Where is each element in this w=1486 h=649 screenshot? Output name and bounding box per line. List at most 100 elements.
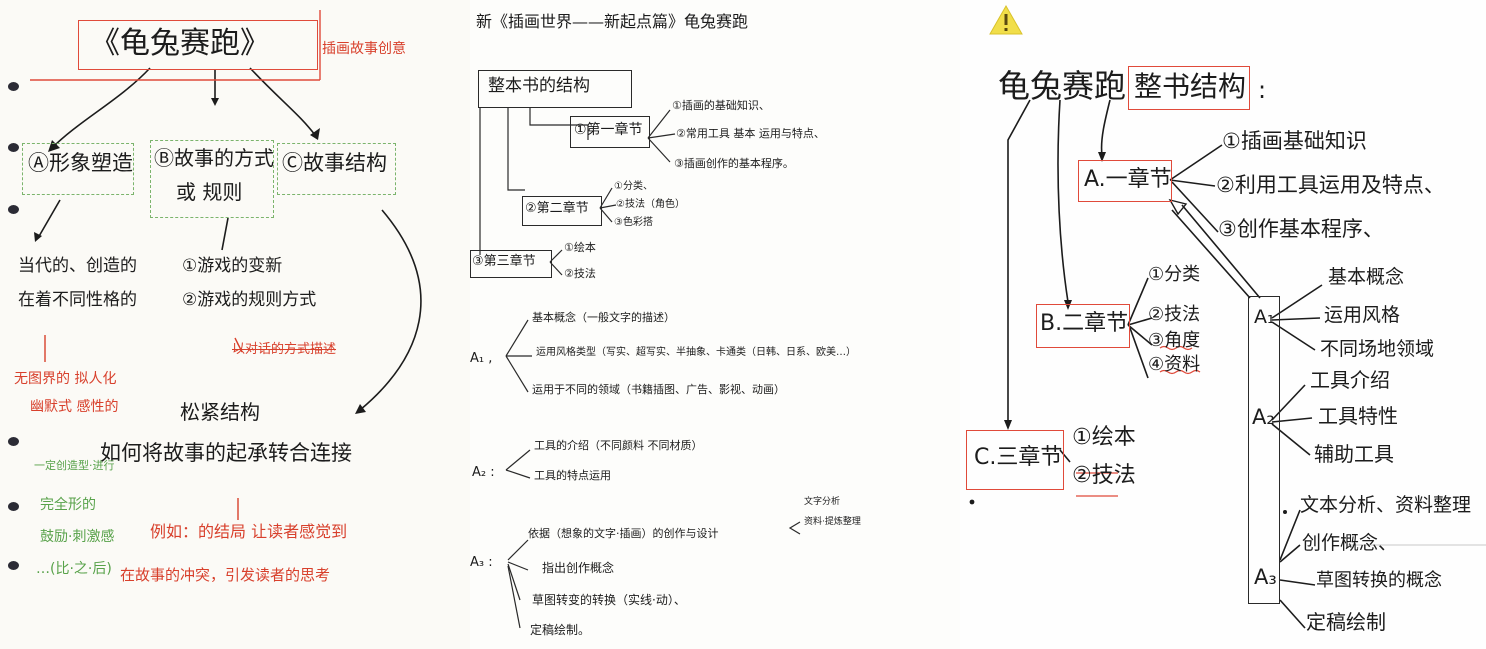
a1-item-1: 基本概念: [1328, 266, 1405, 288]
c-item-2: ②技法: [1072, 463, 1136, 488]
title-box-highlight: [1128, 66, 1250, 110]
a3-item-1: 文本分析、资料整理: [1300, 494, 1472, 516]
green-note-3: 鼓励·刺激感: [40, 529, 115, 545]
a2-item-3: 辅助工具: [1314, 442, 1394, 466]
ch3-label: ③第三章节: [472, 254, 536, 269]
a2-item-1: 工具的介绍（不同颜料 不同材质）: [534, 439, 703, 452]
question: 如何将故事的起承转合连接: [100, 441, 352, 465]
a1-item-3: 不同场地领域: [1320, 338, 1435, 360]
bullet-dot: [8, 561, 19, 570]
page3-title: 龟兔赛跑: [998, 67, 1127, 105]
bullet-dot: [8, 82, 19, 91]
a-detail-2: 在着不同性格的: [18, 290, 137, 310]
ch2-box: [522, 196, 602, 226]
ch1-label: ①第一章节: [574, 122, 643, 138]
a3-label: A₃ :: [470, 555, 493, 570]
bullet-dot: [8, 205, 19, 214]
b-item-4: ④资料: [1148, 354, 1201, 375]
a-subtree-column: [1248, 296, 1280, 604]
b-item-2: ②技法: [1148, 304, 1201, 325]
page3-title-box: 整书结构: [1134, 70, 1247, 103]
a2-item-2: 工具的特点运用: [534, 469, 611, 482]
green-note-2: 完全形的: [40, 497, 96, 513]
root-label: 整本书的结构: [488, 76, 590, 96]
chapter-c-box: [966, 430, 1064, 490]
a-item-2: ②利用工具运用及特点、: [1216, 173, 1445, 197]
chapter-a-box: [1078, 160, 1172, 202]
page2-heading: 新《插画世界——新起点篇》龟兔赛跑: [476, 12, 749, 31]
notes-page-1: 《龟兔赛跑》 插画故事创意 Ⓐ形象塑造 Ⓑ故事的方式 或 规则 Ⓒ故事结构 当代…: [0, 0, 470, 649]
branch-a: Ⓐ形象塑造: [28, 151, 133, 175]
a3-item-4: 定稿绘制。: [530, 623, 591, 637]
ch1-item-2: ②常用工具 基本 运用与特点、: [676, 127, 825, 140]
a2-label: A₂ :: [472, 465, 495, 480]
ch2-item-3: ③色彩搭: [614, 217, 653, 228]
chapter-c: C.三章节: [974, 445, 1063, 470]
bullet-dot: [8, 437, 19, 446]
ch3-box: [470, 250, 552, 278]
branch-c: Ⓒ故事结构: [282, 151, 387, 175]
a-item-3: ③创作基本程序、: [1218, 217, 1384, 241]
a-item-1: ①插画基础知识: [1222, 129, 1367, 153]
page1-connectors: [30, 10, 422, 520]
c-item-1: ①绘本: [1072, 425, 1136, 450]
a2-item-2: 工具特性: [1318, 404, 1398, 428]
b-item-3: ③角度: [1148, 330, 1201, 351]
b-item-1: ①分类: [1148, 264, 1201, 285]
a-red-2: 幽默式 感性的: [30, 399, 119, 415]
branch-b-line1: Ⓑ故事的方式: [154, 146, 274, 170]
a2-item-1: 工具介绍: [1310, 368, 1390, 392]
notes-page-2: 新《插画世界——新起点篇》龟兔赛跑 整本书的结构 ①第一章节 ①插画的基础知识、…: [470, 0, 960, 649]
a1-item-2: 运用风格类型（写实、超写实、半抽象、卡通类（日韩、日系、欧美…）: [536, 347, 856, 358]
a1-item-1: 基本概念（一般文字的描述）: [532, 311, 675, 324]
branch-b-line2: 或 规则: [176, 180, 243, 204]
answer-red-1: 例如：的结局 让读者感觉到: [150, 522, 348, 541]
a1-item-2: 运用风格: [1324, 304, 1401, 326]
green-note-1: 一定创造型·进行: [34, 459, 115, 472]
title-box: [78, 20, 318, 70]
title-note: 插画故事创意: [322, 41, 406, 57]
a2-label: A₂: [1252, 405, 1275, 429]
branch-c-box: [277, 143, 396, 195]
ch1-item-1: ①插画的基础知识、: [672, 99, 770, 112]
ch2-item-2: ②技法（角色）: [616, 199, 685, 210]
b-red: 以对话的方式描述: [232, 342, 337, 357]
a3-item-3: 草图转换的概念: [1316, 570, 1442, 591]
branch-a-box: [22, 143, 134, 195]
bullet-dot: [8, 502, 19, 511]
ch2-item-1: ①分类、: [614, 181, 653, 192]
a3-side-1: 文字分析: [804, 497, 841, 507]
a1-label: A₁: [1254, 306, 1275, 328]
chapter-a: A.一章节: [1084, 167, 1172, 192]
c-label: 松紧结构: [180, 400, 260, 424]
warning-icon: [989, 4, 1023, 35]
page1-title: 《龟兔赛跑》: [90, 26, 270, 61]
a3-item-4: 定稿绘制: [1306, 610, 1386, 634]
a3-label: A₃: [1254, 565, 1277, 589]
a3-item-2: 创作概念、: [1302, 532, 1398, 554]
a-red-1: 无图界的 拟人化: [14, 371, 117, 387]
green-note-4: …(比·之·后): [36, 561, 112, 577]
ch3-item-2: ②技法: [564, 267, 596, 280]
ch3-item-1: ①绘本: [564, 241, 596, 254]
root-box: [478, 70, 632, 108]
ch1-box: [570, 116, 650, 148]
branch-b-box: [150, 140, 274, 218]
ch2-label: ②第二章节: [525, 201, 589, 216]
a3-side-2: 资料·提炼整理: [804, 517, 861, 527]
notes-page-3: 龟兔赛跑 整书结构 : A.一章节 ①插画基础知识 ②利用工具运用及特点、 ③创…: [960, 0, 1486, 649]
a1-label: A₁ ,: [470, 351, 493, 366]
bullet-dot: [8, 143, 19, 152]
chapter-b: B.二章节: [1040, 311, 1129, 336]
ch1-item-3: ③插画创作的基本程序。: [674, 157, 794, 170]
a3-item-1: 依据（想象的文字·插画）的创作与设计: [528, 527, 719, 540]
a3-item-3: 草图转变的转换（实线·动）、: [532, 593, 686, 607]
answer-red-2: 在故事的冲突，引发读者的思考: [120, 566, 331, 584]
b-detail-1: ①游戏的变新: [182, 256, 283, 276]
a1-item-3: 运用于不同的领域（书籍插图、广告、影视、动画）: [532, 383, 785, 396]
page3-title-tail: :: [1258, 76, 1267, 104]
a-detail-1: 当代的、创造的: [18, 256, 137, 276]
chapter-b-box: [1036, 304, 1130, 348]
a3-item-2: 指出创作概念: [542, 561, 615, 575]
b-detail-2: ②游戏的规则方式: [182, 290, 317, 310]
